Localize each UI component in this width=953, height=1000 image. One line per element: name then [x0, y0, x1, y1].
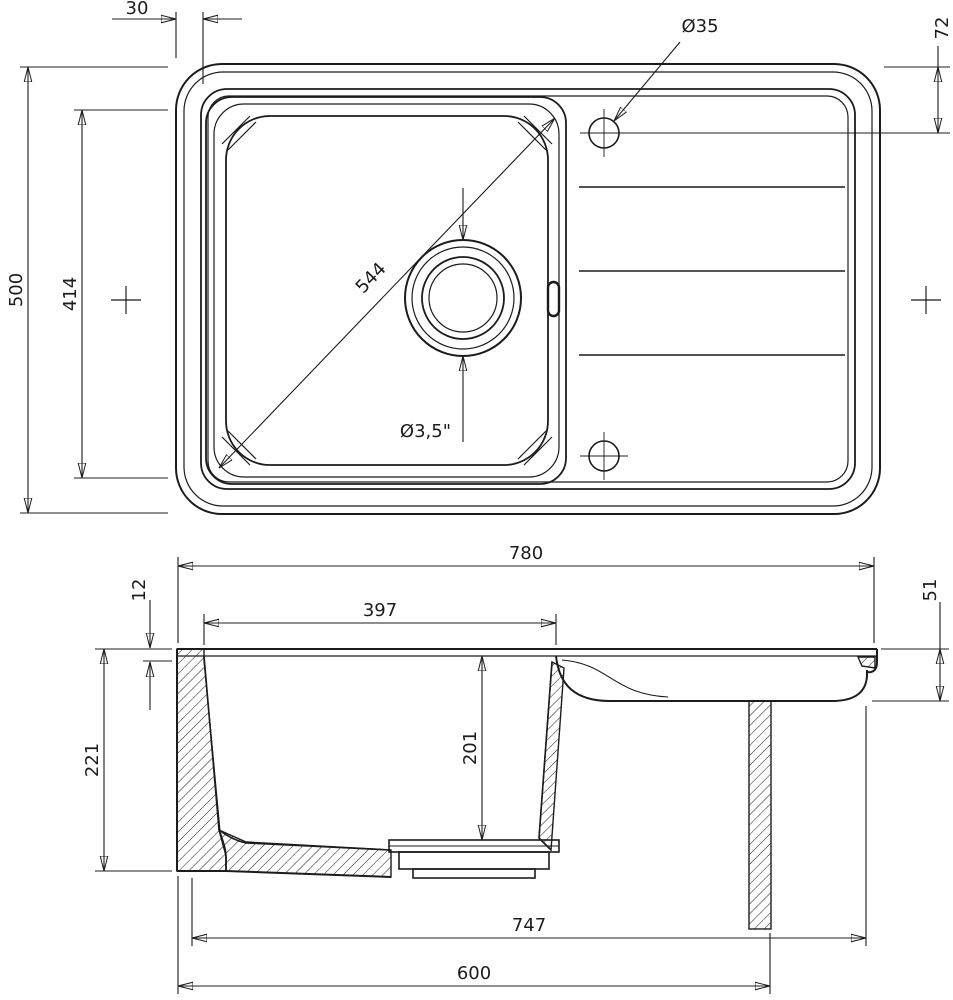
dim-bowl-inner-depth: 201: [460, 656, 482, 840]
dim-label-780: 780: [509, 543, 543, 564]
dim-label-221: 221: [82, 743, 103, 777]
dim-label-414: 414: [60, 277, 81, 311]
faucet-hole-top: [580, 109, 628, 157]
centerline-mark-right: [911, 286, 941, 314]
dim-label-dia35: Ø35: [681, 16, 718, 37]
bowl-outline-mid: [213, 103, 560, 478]
dim-cabinet-width: 600: [177, 876, 771, 994]
rim-edge-inner: [207, 95, 849, 483]
dim-hole-offset: 72: [622, 17, 953, 134]
faucet-hole-bottom: [580, 432, 628, 480]
dim-bowl-top-width: 397: [203, 600, 557, 645]
dim-label-30: 30: [126, 0, 149, 19]
dim-bowl-length: 414: [60, 109, 168, 479]
drainboard-ridges: [579, 186, 845, 356]
dim-label-12: 12: [129, 579, 150, 602]
dim-rim-inset: 30: [112, 0, 242, 84]
dim-label-500: 500: [6, 273, 27, 307]
section-bowl-right-wall: [538, 660, 565, 852]
section-view: 780 397 12 51: [82, 543, 949, 994]
centerline-mark-left: [111, 286, 141, 314]
section-channel-profile: [555, 655, 868, 702]
dim-edge-depth: 51: [872, 579, 949, 702]
section-cabinet-panel: [748, 700, 772, 930]
bowl-outline-outer: [205, 96, 567, 485]
dim-overall-depth: 500: [6, 66, 168, 514]
dim-rim-height: 12: [129, 579, 172, 710]
dim-bottom-width: 747: [191, 706, 867, 946]
section-bowl-bottom: [217, 828, 392, 878]
dim-label-201: 201: [460, 731, 481, 765]
dim-drain-size: Ø3,5": [400, 188, 463, 442]
sink-outline-outer: [175, 63, 881, 515]
dim-label-747: 747: [512, 915, 546, 936]
section-drain-assembly: [388, 839, 560, 879]
dim-overall-width: 780: [177, 543, 875, 643]
top-view: 30 500 414 72 Ø35: [6, 0, 953, 515]
dim-label-544: 544: [352, 259, 391, 298]
dim-faucet-hole-diameter: Ø35: [614, 16, 719, 121]
bowl-outline-inner: [225, 115, 549, 466]
drain-strainer: [404, 239, 522, 357]
rim-edge-outer: [200, 88, 856, 490]
dim-label-600: 600: [457, 963, 491, 984]
dim-label-72: 72: [932, 17, 953, 40]
dim-overall-height: 221: [82, 648, 172, 872]
overflow-slot: [546, 280, 561, 318]
dim-label-397: 397: [363, 600, 397, 621]
section-right-edge: [866, 649, 878, 674]
section-channel-back-contour: [561, 659, 669, 698]
dim-label-51: 51: [920, 579, 941, 602]
section-right-edge-material: [856, 656, 876, 669]
dim-label-drain: Ø3,5": [400, 421, 451, 442]
sink-outline-inner: [183, 71, 873, 507]
section-left-wall: [176, 648, 227, 872]
